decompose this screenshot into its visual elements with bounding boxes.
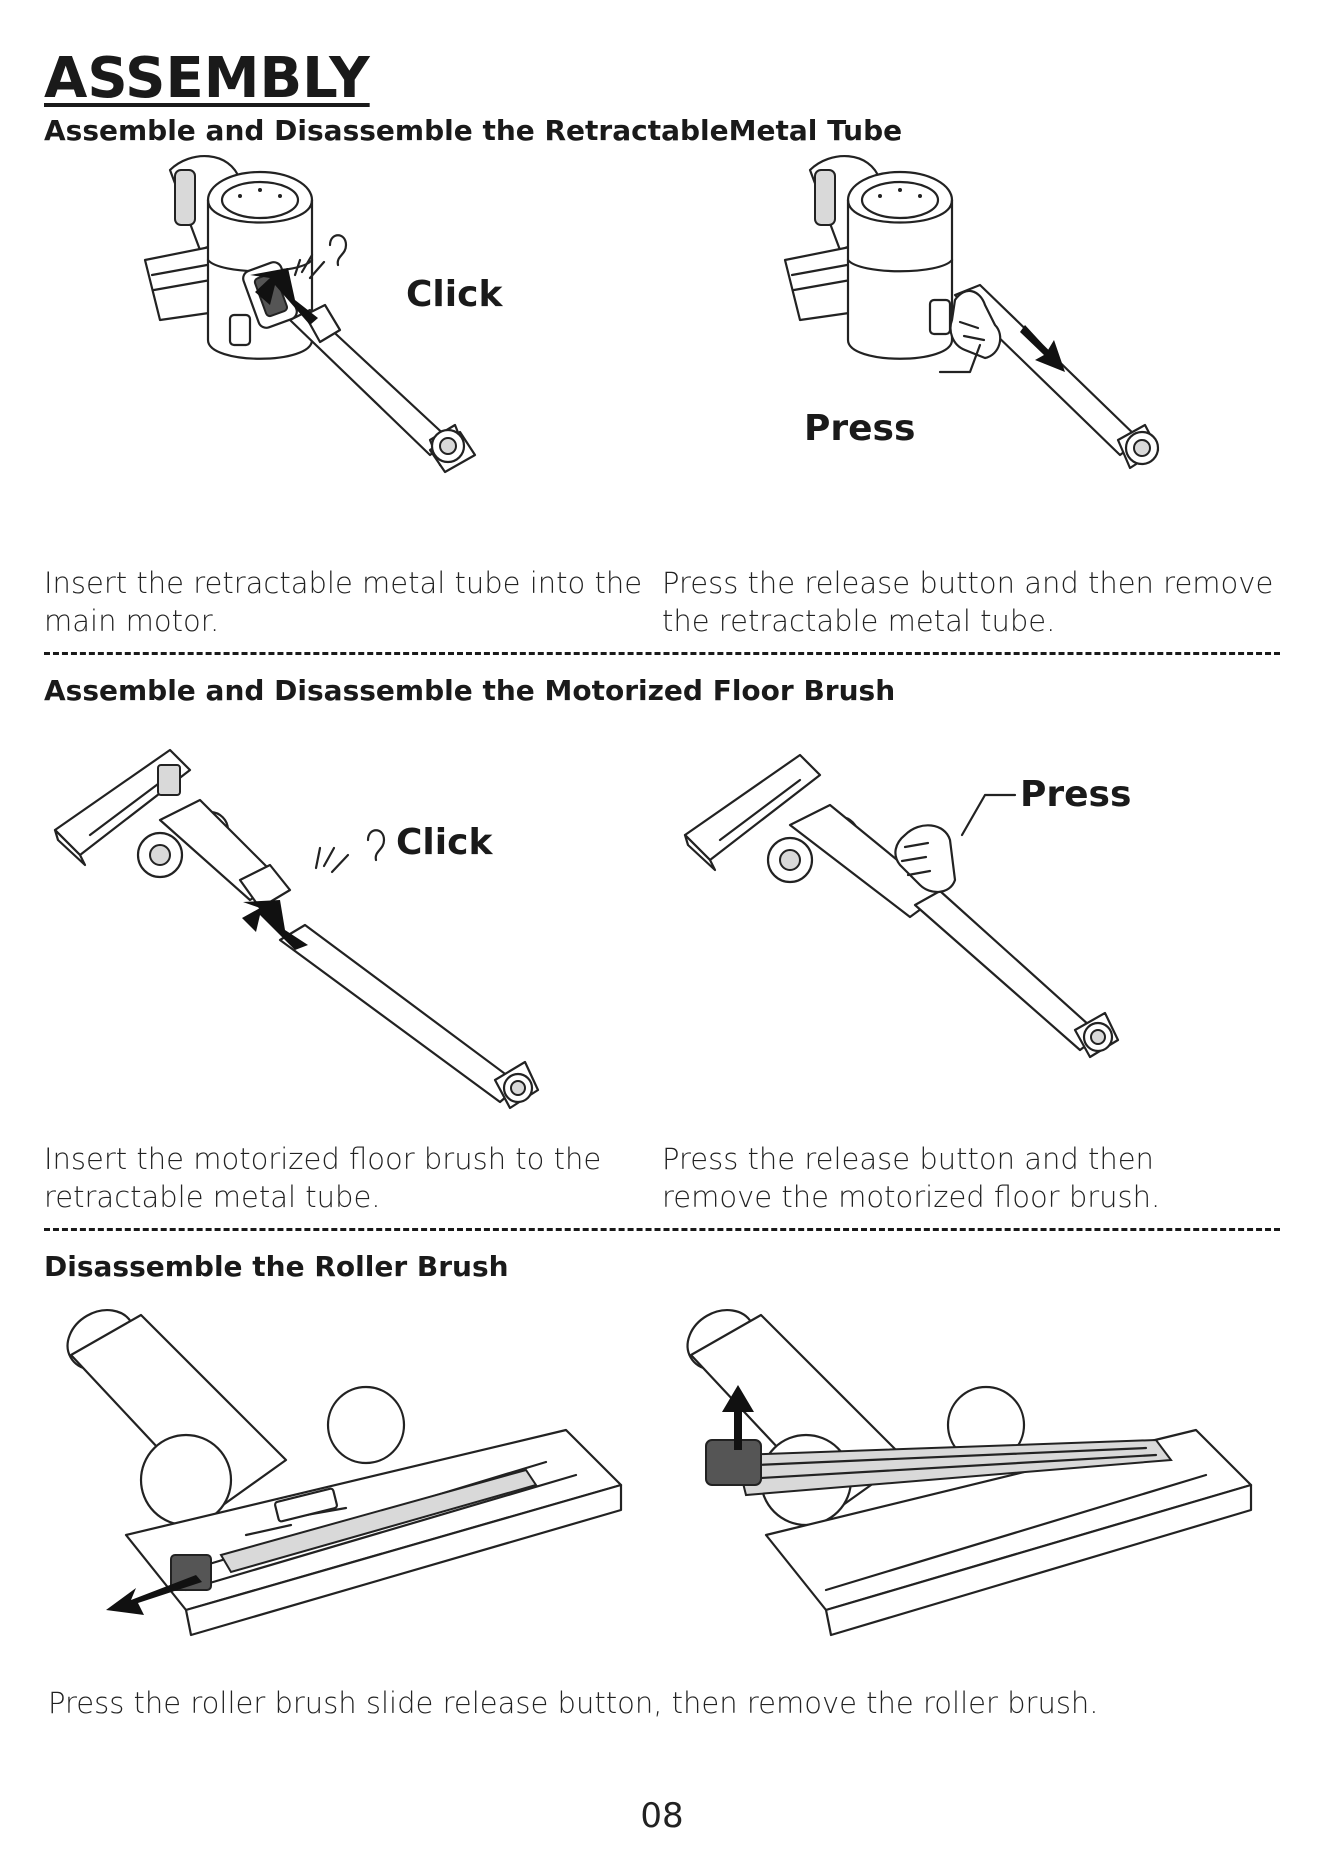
insert-arrow xyxy=(250,268,318,325)
remove-arrow xyxy=(1020,325,1065,372)
retractable-metal-tube xyxy=(953,283,1160,470)
motorized-floor-brush xyxy=(683,753,942,919)
section-heading-metal-tube: Assemble and Disassemble the Retractable… xyxy=(44,114,903,147)
section-heading-floor-brush: Assemble and Disassemble the Motorized F… xyxy=(44,674,896,707)
figure-insert-floor-brush xyxy=(53,748,540,1110)
hand-press-icon xyxy=(894,824,957,893)
retractable-metal-tube xyxy=(288,303,477,474)
callout-press-floor-brush: Press xyxy=(1020,774,1132,815)
ear-icon xyxy=(314,829,386,874)
caption-roller-brush: Press the roller brush slide release but… xyxy=(48,1686,1099,1720)
insert-arrow xyxy=(242,900,308,950)
section-divider xyxy=(44,1228,1280,1231)
floor-brush-underside xyxy=(66,1308,623,1637)
press-leader-line xyxy=(938,343,982,374)
figure-insert-tube xyxy=(143,155,477,474)
roller-brush xyxy=(705,1438,1173,1497)
vacuum-main-motor xyxy=(783,155,954,360)
caption-insert-floor-brush-line2: retractable metal tube. xyxy=(44,1180,381,1214)
hand-press-icon xyxy=(949,289,1002,360)
press-leader-line xyxy=(960,793,1017,837)
lift-arrow xyxy=(722,1385,754,1450)
figure-roller-remove xyxy=(686,1308,1253,1637)
caption-insert-tube-line2: main motor. xyxy=(44,604,220,638)
page-title: ASSEMBLY xyxy=(44,46,370,111)
caption-insert-floor-brush-line1: Insert the motorized floor brush to the xyxy=(44,1142,602,1176)
retractable-metal-tube xyxy=(913,889,1120,1059)
callout-click-floor-brush: Click xyxy=(396,822,493,863)
vacuum-main-motor xyxy=(143,155,314,360)
section-divider xyxy=(44,652,1280,655)
figure-remove-tube xyxy=(783,155,1160,470)
figure-roller-release xyxy=(66,1308,623,1637)
caption-remove-tube-line1: Press the release button and then remove xyxy=(662,566,1274,600)
slide-arrow xyxy=(106,1575,202,1615)
caption-remove-floor-brush-line1: Press the release button and then xyxy=(662,1142,1154,1176)
caption-remove-floor-brush-line2: remove the motorized floor brush. xyxy=(662,1180,1161,1214)
callout-click-tube: Click xyxy=(406,274,503,315)
caption-remove-tube-line2: the retractable metal tube. xyxy=(662,604,1056,638)
ear-icon xyxy=(293,234,348,280)
motorized-floor-brush xyxy=(53,748,292,910)
retractable-metal-tube xyxy=(278,923,540,1110)
section-heading-roller-brush: Disassemble the Roller Brush xyxy=(44,1250,509,1283)
caption-insert-tube-line1: Insert the retractable metal tube into t… xyxy=(44,566,643,600)
callout-press-tube: Press xyxy=(804,408,916,449)
figure-remove-floor-brush xyxy=(683,753,1120,1059)
page-number: 08 xyxy=(640,1796,684,1836)
